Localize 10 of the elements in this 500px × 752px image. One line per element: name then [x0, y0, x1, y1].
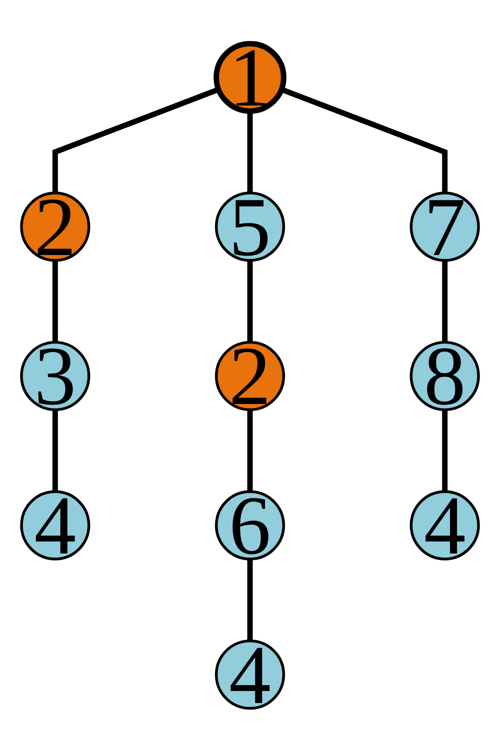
connector-line [52, 86, 220, 193]
connector-line [52, 410, 58, 492]
connector-line [247, 260, 253, 342]
connector-line [247, 410, 253, 492]
connector-line [280, 86, 448, 193]
connector-line [52, 260, 58, 342]
connector-line [442, 410, 448, 492]
connector-line [247, 559, 253, 641]
connector-line [442, 260, 448, 342]
connector-line [247, 111, 253, 193]
